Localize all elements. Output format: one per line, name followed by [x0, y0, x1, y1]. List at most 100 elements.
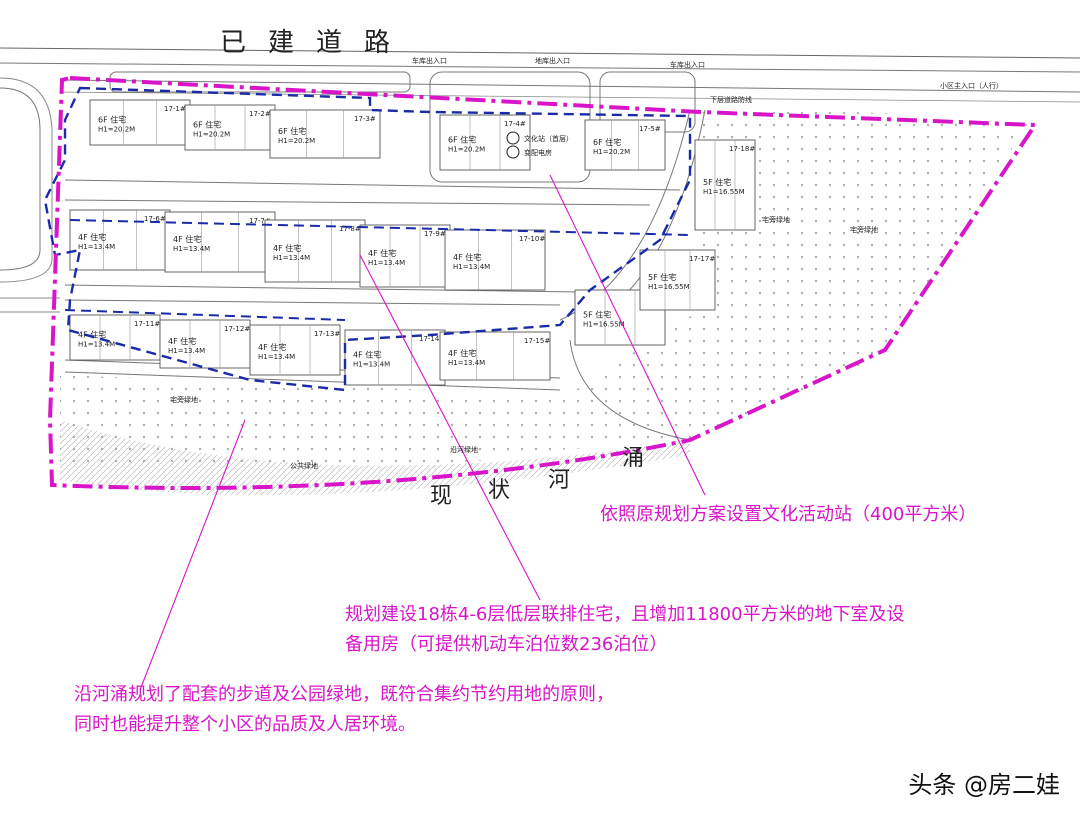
building-floors-use: 4F 住宅 — [258, 342, 286, 352]
green-areas — [60, 105, 1030, 496]
building-height: H1=13.4M — [453, 263, 490, 271]
building-floors-use: 6F 住宅 — [448, 135, 476, 145]
annotation-housing: 规划建设18栋4-6层低层联排住宅，且增加11800平方米的地下室及设 备用房（… — [345, 600, 905, 660]
building-floors-use: 6F 住宅 — [98, 115, 126, 125]
annotation-housing-line2: 备用房（可提供机动车泊位数236泊位） — [345, 634, 668, 655]
building-floors-use: 5F 住宅 — [583, 310, 611, 320]
watermark: 头条 @房二娃 — [908, 771, 1060, 799]
building-height: H1=16.55M — [583, 321, 625, 329]
building-height: H1=13.4M — [78, 243, 115, 251]
building-id: 17-10# — [519, 235, 545, 243]
building-id: 17-9# — [424, 230, 446, 238]
river-char: 状 — [488, 478, 511, 503]
gate-label: 地库出入口 — [535, 56, 570, 65]
building-footprint — [694, 139, 756, 231]
green-label: 公共绿地 — [290, 461, 318, 470]
green-label: 宅旁绿地 — [170, 395, 198, 404]
building-height: H1=20.2M — [448, 146, 485, 154]
building-floors-use: 4F 住宅 — [368, 248, 396, 258]
building-floors-use: 6F 住宅 — [593, 137, 621, 147]
building-height: H1=20.2M — [593, 148, 630, 156]
building-floors-use: 6F 住宅 — [278, 126, 306, 136]
building-height: H1=13.4M — [168, 347, 205, 355]
gate-label: 下层道路防线 — [710, 95, 752, 104]
building-id: 17-3# — [354, 115, 376, 123]
svg-text:文化站（首层）: 文化站（首层） — [524, 134, 573, 143]
building-id: 17-5# — [639, 125, 661, 133]
building-height: H1=20.2M — [98, 126, 135, 134]
river-char: 河 — [548, 468, 571, 493]
building-footprint — [439, 114, 531, 171]
building-footprint — [584, 119, 666, 171]
building-footprint — [639, 249, 716, 311]
building-footprint — [444, 229, 546, 291]
building-floors-use: 4F 住宅 — [273, 243, 301, 253]
svg-text:变配电房: 变配电房 — [524, 148, 552, 157]
building-height: H1=13.4M — [78, 341, 115, 349]
gate-labels: 车库出入口 地库出入口 车库出入口 下层道路防线 小区主入口（人行） — [412, 56, 1003, 104]
annotation-riverside-line1: 沿河涌规划了配套的步道及公园绿地，既符合集约节约用地的原则， — [74, 684, 614, 705]
green-labels: 宅旁绿地 宅旁绿地 宅旁绿地 公共绿地 沿河绿地 — [170, 215, 878, 470]
gate-label: 车库出入口 — [670, 60, 705, 69]
building-id: 17-13# — [314, 330, 340, 338]
annotation-riverside-line2: 同时也能提升整个小区的品质及人居环境。 — [74, 714, 416, 735]
building-footprint — [89, 99, 191, 146]
transformer-room: 变配电房 — [506, 145, 552, 159]
river-char: 现 — [430, 484, 453, 509]
building-height: H1=20.2M — [278, 137, 315, 145]
building-floors-use: 4F 住宅 — [353, 350, 381, 360]
building-id: 17-18# — [729, 145, 755, 153]
building-footprint — [184, 104, 276, 151]
building-footprint — [159, 319, 251, 369]
building-floors-use: 6F 住宅 — [193, 120, 221, 130]
building-floors-use: 5F 住宅 — [648, 272, 676, 282]
building-height: H1=13.4M — [448, 359, 485, 367]
annotation-culture-station: 依照原规划方案设置文化活动站（400平方米） — [600, 504, 977, 525]
building-id: 17-1# — [164, 105, 186, 113]
building-footprint — [439, 331, 551, 381]
building-height: H1=16.55M — [648, 283, 690, 291]
building-id: 17-4# — [504, 120, 526, 128]
annotation-housing-line1: 规划建设18栋4-6层低层联排住宅，且增加11800平方米的地下室及设 — [345, 604, 905, 625]
building-height: H1=13.4M — [258, 353, 295, 361]
building-id: 17-8# — [339, 225, 361, 233]
green-label: 沿河绿地 — [450, 445, 478, 454]
building-floors-use: 4F 住宅 — [173, 234, 201, 244]
building-id: 17-15# — [524, 337, 550, 345]
green-label: 宅旁绿地 — [762, 215, 790, 224]
building-id: 17-7# — [249, 217, 271, 225]
building-floors-use: 4F 住宅 — [168, 336, 196, 346]
gate-label: 小区主入口（人行） — [940, 81, 1003, 90]
road-name: 已建道路 — [220, 28, 413, 58]
building-height: H1=13.4M — [368, 259, 405, 267]
annotation-riverside: 沿河涌规划了配套的步道及公园绿地，既符合集约节约用地的原则， 同时也能提升整个小… — [74, 680, 614, 740]
building-floors-use: 4F 住宅 — [78, 330, 106, 340]
building-id: 17-14# — [419, 335, 445, 343]
building-height: H1=13.4M — [173, 245, 210, 253]
building-height: H1=13.4M — [273, 254, 310, 262]
leader-lines — [139, 174, 706, 691]
building-footprint — [264, 219, 366, 283]
building-floors-use: 5F 住宅 — [703, 177, 731, 187]
building-floors-use: 4F 住宅 — [448, 348, 476, 358]
building-height: H1=16.55M — [703, 188, 745, 196]
gate-label: 车库出入口 — [412, 56, 447, 65]
building-height: H1=13.4M — [353, 361, 390, 369]
green-label: 宅旁绿地 — [850, 225, 878, 234]
building-footprint — [359, 224, 451, 288]
building-id: 17-11# — [134, 320, 160, 328]
building-id: 17-2# — [249, 110, 271, 118]
